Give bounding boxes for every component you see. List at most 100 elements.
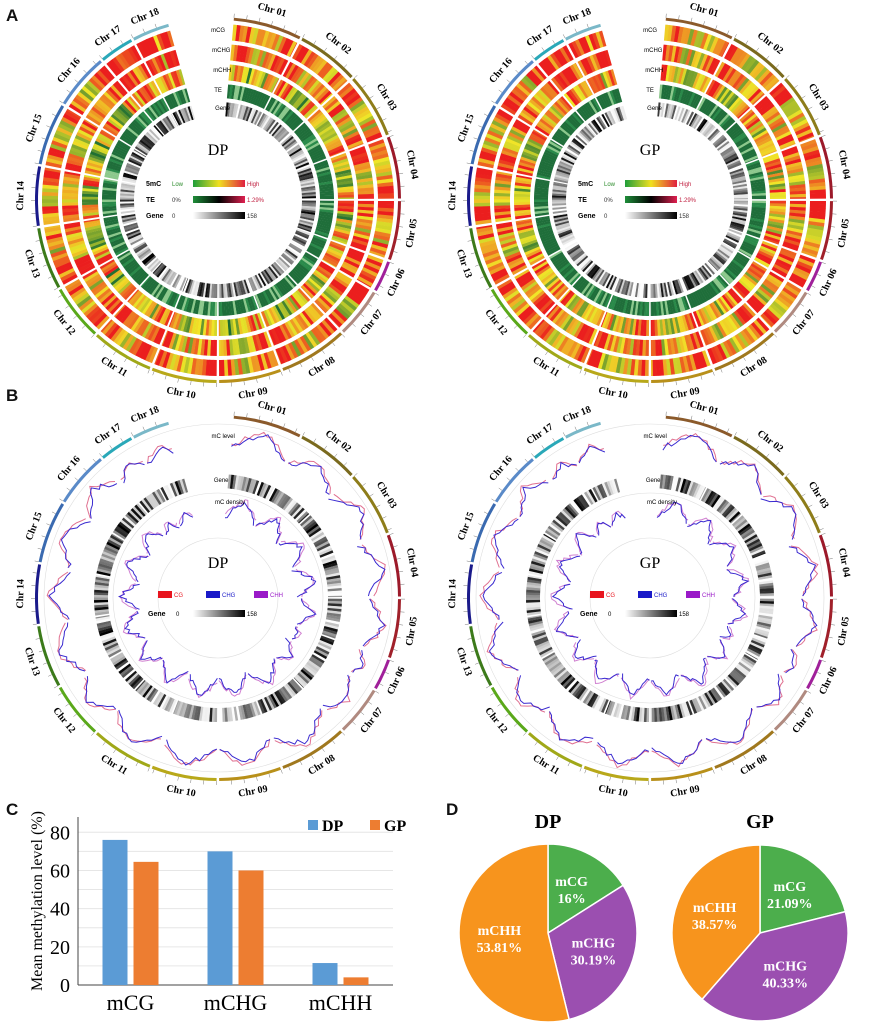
heatmap-segment: [202, 301, 207, 316]
heatmap-segment: [310, 302, 324, 317]
gene-density-segment: [107, 648, 122, 658]
heatmap-segment: [103, 215, 118, 220]
chromosome-label: Chr 02: [323, 30, 353, 57]
heatmap-segment: [62, 202, 79, 206]
gene-density-segment: [218, 707, 221, 722]
tick-mark: [83, 69, 87, 74]
heatmap-segment: [317, 173, 332, 180]
heatmap-segment: [535, 91, 550, 105]
gene-density-segment: [754, 630, 769, 638]
heatmap-segment: [202, 282, 207, 298]
chromosome-label: Chr 05: [404, 218, 420, 249]
heatmap-segment: [729, 226, 744, 233]
heatmap-segment: [691, 272, 701, 286]
heatmap-segment: [210, 283, 214, 298]
gene-density-segment: [552, 519, 565, 531]
heatmap-segment: [159, 267, 170, 281]
heatmap-segment: [212, 359, 217, 376]
heatmap-segment: [575, 84, 587, 100]
heatmap-segment: [162, 118, 172, 131]
heatmap-segment: [514, 193, 531, 198]
tick-mark: [800, 303, 804, 307]
heatmap-segment: [289, 147, 303, 157]
heatmap-segment: [641, 339, 646, 356]
heatmap-segment: [77, 91, 93, 105]
heatmap-segment: [102, 263, 118, 275]
heatmap-segment: [578, 302, 590, 318]
heatmap-segment: [534, 187, 549, 192]
heatmap-segment: [334, 169, 352, 176]
heatmap-segment: [223, 301, 228, 316]
legend-color-bar: [193, 610, 245, 617]
chromosome-arc: [565, 23, 601, 41]
legend-swatch: [590, 591, 604, 598]
heatmap-segment: [345, 93, 361, 107]
heatmap-segment: [715, 299, 727, 315]
heatmap-segment: [252, 275, 261, 290]
gene-density-segment: [562, 675, 574, 688]
heatmap-segment: [701, 265, 712, 278]
heatmap-segment: [541, 155, 556, 164]
heatmap-segment: [109, 155, 124, 164]
tick-mark: [376, 106, 381, 110]
tick-mark: [464, 623, 469, 625]
heatmap-segment: [720, 273, 731, 285]
heatmap-segment: [552, 191, 567, 195]
heatmap-segment: [280, 60, 289, 76]
heatmap-segment: [563, 92, 577, 108]
heatmap-segment: [268, 287, 278, 302]
heatmap-segment: [300, 181, 315, 187]
legend-min-label: 0%: [172, 198, 181, 204]
heatmap-segment: [781, 99, 798, 113]
heatmap-segment: [341, 263, 357, 275]
heatmap-segment: [260, 291, 269, 306]
heatmap-segment: [493, 116, 510, 128]
gene-density-segment: [100, 633, 115, 642]
heatmap-segment: [150, 80, 161, 96]
gene-density-segment: [534, 638, 549, 646]
heatmap-segment: [316, 223, 331, 230]
gene-density-segment: [313, 652, 326, 660]
heatmap-segment: [229, 84, 234, 99]
gene-density-segment: [95, 615, 110, 619]
heatmap-segment: [557, 227, 572, 235]
heatmap-segment: [119, 282, 134, 297]
heatmap-segment: [542, 237, 556, 245]
slice-value: 38.57%: [692, 918, 738, 933]
tick-mark: [506, 79, 511, 83]
heatmap-segment: [631, 300, 637, 315]
heatmap-segment: [723, 317, 736, 333]
heatmap-segment: [694, 270, 704, 284]
chromosome-arc: [62, 458, 102, 503]
heatmap-segment: [272, 305, 283, 322]
heatmap-segment: [246, 336, 253, 353]
heatmap-segment: [107, 162, 122, 170]
heatmap-segment: [249, 315, 257, 332]
heatmap-segment: [331, 155, 348, 164]
heatmap-segment: [118, 52, 131, 69]
heatmap-segment: [148, 303, 160, 319]
heatmap-segment: [175, 69, 184, 86]
heatmap-segment: [291, 317, 304, 333]
heatmap-segment: [233, 65, 239, 82]
heatmap-segment: [364, 128, 381, 139]
heatmap-segment: [782, 241, 800, 250]
heatmap-segment: [123, 258, 137, 270]
heatmap-segment: [663, 282, 668, 297]
mc-density-line-chh: [118, 499, 316, 699]
heatmap-segment: [550, 105, 564, 119]
gene-density-segment: [758, 577, 773, 583]
heatmap-segment: [168, 332, 177, 349]
heatmap-segment: [154, 78, 165, 94]
heatmap-segment: [746, 230, 761, 237]
heatmap-segment: [335, 220, 352, 227]
heatmap-segment: [718, 320, 730, 336]
heatmap-segment: [672, 357, 679, 375]
tick-mark: [825, 251, 830, 253]
heatmap-segment: [152, 284, 163, 298]
heatmap-segment: [179, 277, 187, 291]
heatmap-segment: [534, 201, 549, 205]
gene-density-segment: [558, 672, 571, 684]
gene-density-segment: [685, 701, 693, 716]
legend-min-label: 0: [608, 612, 612, 618]
